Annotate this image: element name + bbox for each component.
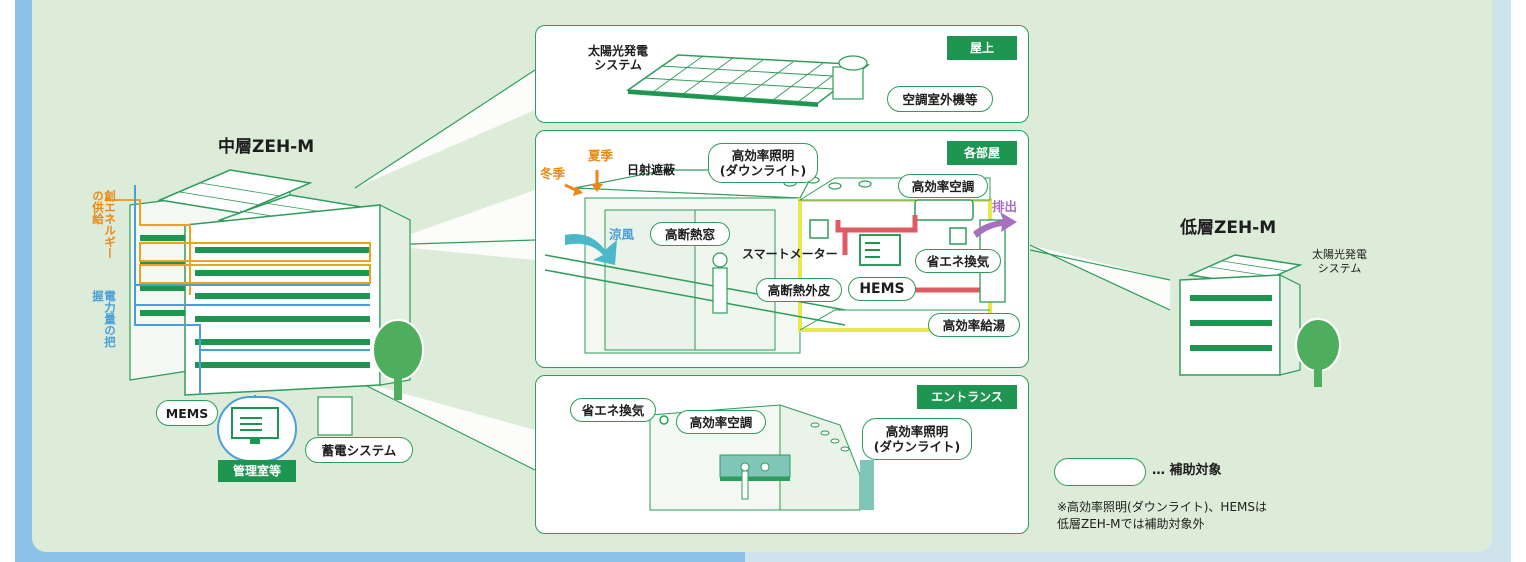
breeze-label: 涼風 (609, 227, 635, 242)
low-building-title: 低層ZEH-M (1180, 218, 1277, 238)
water-heater-pill: 高効率給湯 (928, 313, 1020, 337)
entrance-lighting-pill: 高効率照明 (ダウンライト) (862, 418, 972, 460)
rooms-tag: 各部屋 (947, 141, 1017, 165)
envelope-pill: 高断熱外皮 (756, 278, 842, 302)
smart-meter-label: スマートメーター (742, 247, 838, 261)
mems-pill: MEMS (156, 400, 218, 426)
outdoor-unit-pill: 空調室外機等 (887, 86, 993, 112)
entrance-ventilation-pill: 省エネ換気 (570, 398, 656, 422)
room-aircon-pill: 高効率空調 (898, 174, 988, 198)
sunshade-label: 日射遮蔽 (627, 163, 676, 177)
energy-supply-label: 創エネルギーの供給 (91, 190, 117, 259)
monitor-icon (231, 407, 279, 444)
legend-note: ※高効率照明(ダウンライト)、HEMSは 低層ZEH-Mでは補助対象外 (1057, 500, 1267, 531)
entrance-aircon-pill: 高効率空調 (676, 410, 766, 434)
management-room-tag: 管理室等 (218, 460, 296, 482)
winter-label: 冬季 (540, 166, 566, 181)
entrance-tag: エントランス (917, 385, 1017, 409)
mid-building-title: 中層ZEH-M (218, 137, 315, 157)
rooftop-solar-illustration (625, 54, 871, 107)
low-building-illustration (1179, 254, 1341, 387)
rooftop-solar-label: 太陽光発電 システム (588, 44, 649, 72)
room-ventilation-pill: 省エネ換気 (915, 249, 1001, 273)
rooftop-tag: 屋上 (947, 36, 1017, 60)
hems-pill: HEMS (848, 277, 916, 301)
mid-building-illustration (105, 169, 424, 436)
legend-sample-pill (1054, 458, 1146, 486)
summer-label: 夏季 (588, 148, 614, 163)
legend-label: … 補助対象 (1152, 463, 1222, 478)
storage-pill: 蓄電システム (305, 437, 413, 463)
exhaust-label: 排出 (992, 199, 1018, 214)
power-monitor-label: 電力量の把握 (91, 290, 117, 348)
low-solar-label: 太陽光発電 システム (1312, 248, 1367, 275)
entrance-illustration (649, 404, 874, 511)
window-pill: 高断熱窓 (650, 222, 730, 246)
room-lighting-pill: 高効率照明 (ダウンライト) (708, 143, 818, 183)
